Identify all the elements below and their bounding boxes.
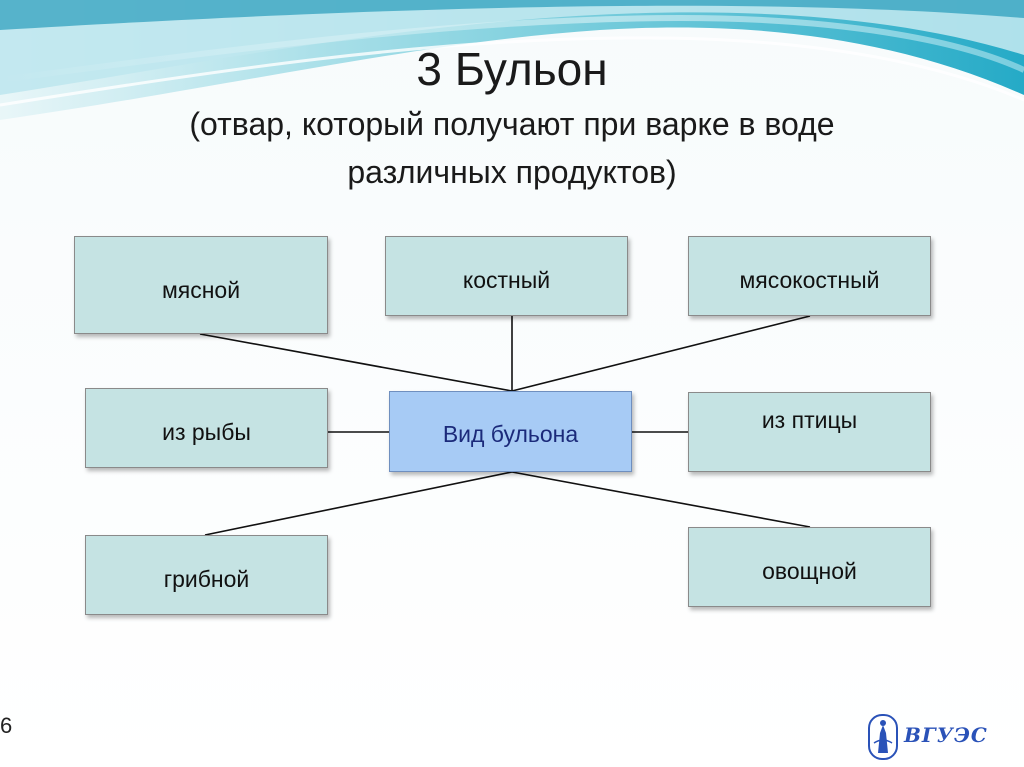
node-iz-ptitsy-label: из птицы <box>762 407 857 471</box>
node-myasokostny: мясокостный <box>688 236 931 316</box>
slide-title: 3 Бульон (отвар, который получают при ва… <box>0 40 1024 194</box>
node-kostny: костный <box>385 236 628 316</box>
node-vid-bulona-label: Вид бульона <box>443 421 578 471</box>
logo-emblem-icon <box>866 713 900 761</box>
university-logo: ВГУЭС <box>866 713 996 763</box>
node-ovoshchnoy: овощной <box>688 527 931 607</box>
node-myasnoy-label: мясной <box>162 277 240 333</box>
node-kostny-label: костный <box>463 267 550 315</box>
node-ovoshchnoy-label: овощной <box>762 558 857 606</box>
logo-text: ВГУЭС <box>904 723 988 747</box>
page-number: 6 <box>0 713 12 739</box>
node-myasnoy: мясной <box>74 236 328 334</box>
node-gribnoy: грибной <box>85 535 328 615</box>
node-iz-ptitsy: из птицы <box>688 392 931 472</box>
title-subtitle-line2: различных продуктов) <box>0 150 1024 194</box>
node-iz-ryby: из рыбы <box>85 388 328 468</box>
node-iz-ryby-label: из рыбы <box>162 419 251 467</box>
node-vid-bulona: Вид бульона <box>389 391 632 472</box>
title-subtitle-line1: (отвар, который получают при варке в вод… <box>0 102 1024 146</box>
node-gribnoy-label: грибной <box>164 566 250 614</box>
node-myasokostny-label: мясокостный <box>739 267 879 315</box>
title-heading: 3 Бульон <box>0 40 1024 98</box>
